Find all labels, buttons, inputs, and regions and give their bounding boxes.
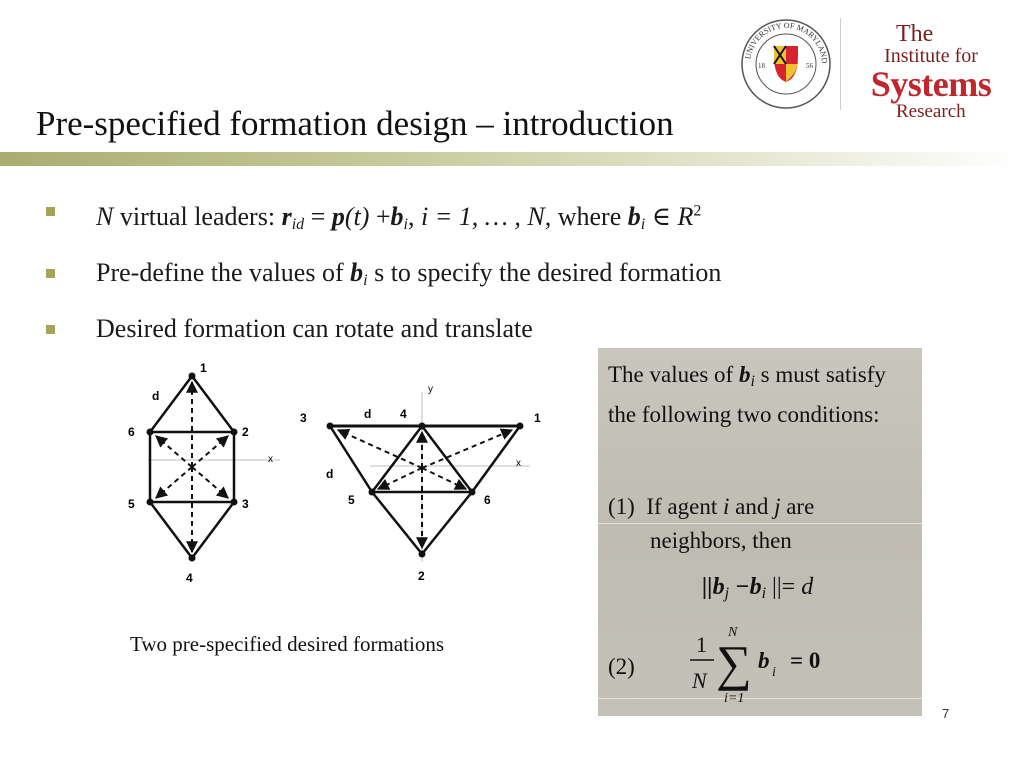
svg-text:b: b bbox=[758, 648, 770, 673]
bullet-marker bbox=[46, 324, 55, 334]
svg-text:4: 4 bbox=[400, 407, 407, 421]
svg-text:i=1: i=1 bbox=[724, 691, 744, 706]
svg-text:6: 6 bbox=[484, 493, 491, 507]
university-of-maryland-seal: UNIVERSITY OF MARYLAND 18 56 bbox=[740, 18, 832, 110]
title-underline-bar bbox=[0, 152, 1024, 166]
conditions-intro: The values of bi s must satisfy the foll… bbox=[608, 362, 886, 427]
svg-text:N: N bbox=[727, 625, 738, 640]
bullet-list: N virtual leaders: rid = p(t) +bi, i = 1… bbox=[44, 196, 944, 362]
box-texture-line bbox=[598, 698, 922, 699]
svg-text:6: 6 bbox=[128, 425, 135, 439]
svg-text:= 0: = 0 bbox=[790, 648, 820, 673]
bullet-marker bbox=[46, 268, 55, 278]
logo-divider bbox=[840, 18, 841, 110]
svg-text:3: 3 bbox=[300, 411, 307, 425]
triangle-formation: 1 2 3 4 5 6 d d x y bbox=[300, 384, 541, 583]
formation-diagrams: 1 2 3 4 5 6 d x bbox=[110, 352, 560, 602]
svg-text:4: 4 bbox=[186, 571, 193, 585]
svg-text:∑: ∑ bbox=[716, 635, 752, 691]
svg-text:N: N bbox=[691, 668, 708, 693]
svg-text:d: d bbox=[152, 389, 159, 403]
equation-centroid: 1 N N ∑ i=1 b i = 0 bbox=[686, 620, 886, 710]
condition-1: (1) If agent i and j are neighbors, then bbox=[608, 494, 815, 553]
svg-text:i: i bbox=[772, 665, 776, 680]
bullet-predefine-values: Pre-define the values of bi s to specify… bbox=[44, 258, 944, 296]
svg-text:1: 1 bbox=[696, 632, 707, 657]
institute-for-systems-research-logo: The Institute for Systems Research bbox=[870, 21, 992, 122]
svg-text:5: 5 bbox=[128, 497, 135, 511]
svg-text:2: 2 bbox=[418, 569, 425, 583]
bullet-marker bbox=[46, 207, 55, 216]
diagram-caption: Two pre-specified desired formations bbox=[130, 632, 445, 656]
page-number: 7 bbox=[942, 706, 950, 721]
slide-title: Pre-specified formation design – introdu… bbox=[36, 104, 674, 143]
bullet-virtual-leaders: N virtual leaders: rid = p(t) +bi, i = 1… bbox=[44, 196, 944, 240]
svg-text:1: 1 bbox=[534, 411, 541, 425]
box-texture-line bbox=[598, 523, 922, 524]
svg-text:56: 56 bbox=[806, 62, 814, 70]
conditions-box: The values of bi s must satisfy the foll… bbox=[598, 348, 922, 716]
svg-text:18: 18 bbox=[758, 62, 766, 70]
svg-text:d: d bbox=[364, 407, 371, 421]
condition-2-label: (2) bbox=[608, 654, 635, 679]
equation-distance: ||bj −bi ||= d bbox=[702, 574, 814, 602]
svg-text:d: d bbox=[326, 467, 333, 481]
bullet-rotate-translate: Desired formation can rotate and transla… bbox=[44, 314, 944, 344]
svg-text:5: 5 bbox=[348, 493, 355, 507]
svg-text:y: y bbox=[428, 384, 433, 395]
svg-text:3: 3 bbox=[242, 497, 249, 511]
svg-text:x: x bbox=[516, 458, 521, 469]
svg-text:x: x bbox=[268, 454, 273, 465]
hexagon-formation: 1 2 3 4 5 6 d x bbox=[128, 361, 280, 585]
svg-text:1: 1 bbox=[200, 361, 207, 375]
svg-text:2: 2 bbox=[242, 425, 249, 439]
